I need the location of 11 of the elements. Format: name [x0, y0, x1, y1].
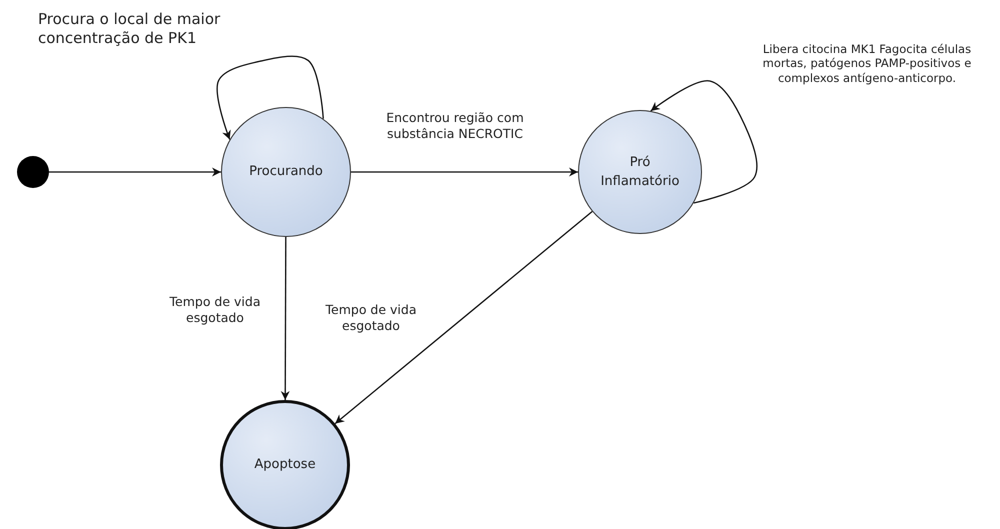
arrow [334, 210, 593, 424]
self-loop-arrow [650, 80, 758, 204]
state-name: Apoptose [253, 456, 317, 474]
initial-state-dot [17, 156, 49, 188]
arrow [351, 168, 578, 176]
arrow [49, 168, 221, 176]
arrow [280, 237, 290, 400]
state-name: Procurando [248, 163, 324, 182]
state-name: Pró Inflamatório [600, 154, 680, 191]
edge-label: Encontrou região com substância NECROTIC [385, 110, 525, 142]
self-loop-arrow [216, 56, 324, 140]
